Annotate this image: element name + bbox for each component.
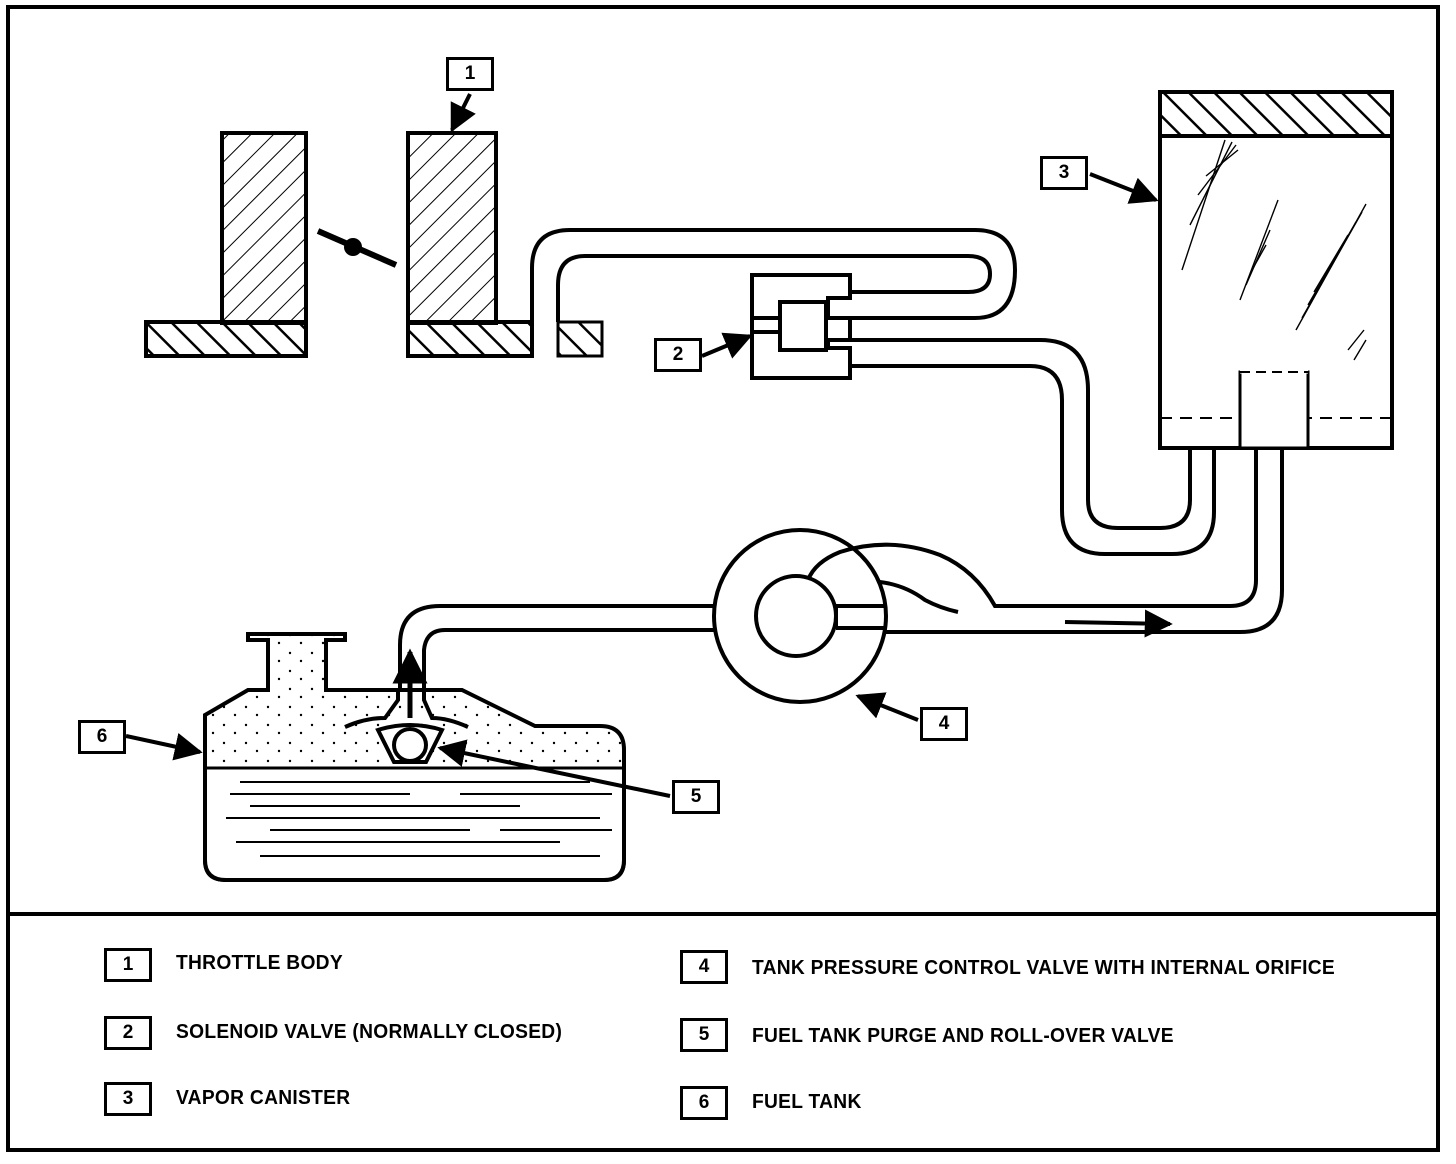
tank-pressure-control-valve [712, 528, 888, 704]
tank-vapor-hose [398, 604, 714, 690]
legend-label-tank-pressure-control-valve: TANK PRESSURE CONTROL VALVE WITH INTERNA… [752, 957, 1336, 979]
solenoid-valve [750, 273, 852, 380]
throttle-body [144, 131, 604, 358]
legend-label-throttle-body: THROTTLE BODY [176, 952, 343, 974]
legend-label-vapor-canister: VAPOR CANISTER [176, 1087, 351, 1109]
callout-5: 5 [672, 780, 720, 814]
callout-leaders [125, 93, 1159, 798]
legend-divider [6, 912, 1440, 916]
legend-number-1: 1 [104, 948, 152, 982]
purge-hose-lower [850, 338, 1216, 556]
callout-3: 3 [1040, 156, 1088, 190]
callout-4: 4 [920, 707, 968, 741]
legend-number-6: 6 [680, 1086, 728, 1120]
legend-number-5: 5 [680, 1018, 728, 1052]
vent-hose [806, 448, 1284, 634]
legend-number-4: 4 [680, 950, 728, 984]
callout-6: 6 [78, 720, 126, 754]
purge-hose-upper [530, 228, 1018, 322]
callout-2: 2 [654, 338, 702, 372]
vapor-canister [1158, 90, 1394, 450]
legend-label-purge-rollover-valve: FUEL TANK PURGE AND ROLL-OVER VALVE [752, 1025, 1174, 1047]
legend-label-fuel-tank: FUEL TANK [752, 1091, 862, 1113]
purge-rollover-valve [344, 648, 469, 764]
legend-label-solenoid-valve: SOLENOID VALVE (NORMALLY CLOSED) [176, 1021, 563, 1043]
callout-1: 1 [446, 57, 494, 91]
flow-arrow [1064, 609, 1173, 638]
legend-number-3: 3 [104, 1082, 152, 1116]
legend-number-2: 2 [104, 1016, 152, 1050]
